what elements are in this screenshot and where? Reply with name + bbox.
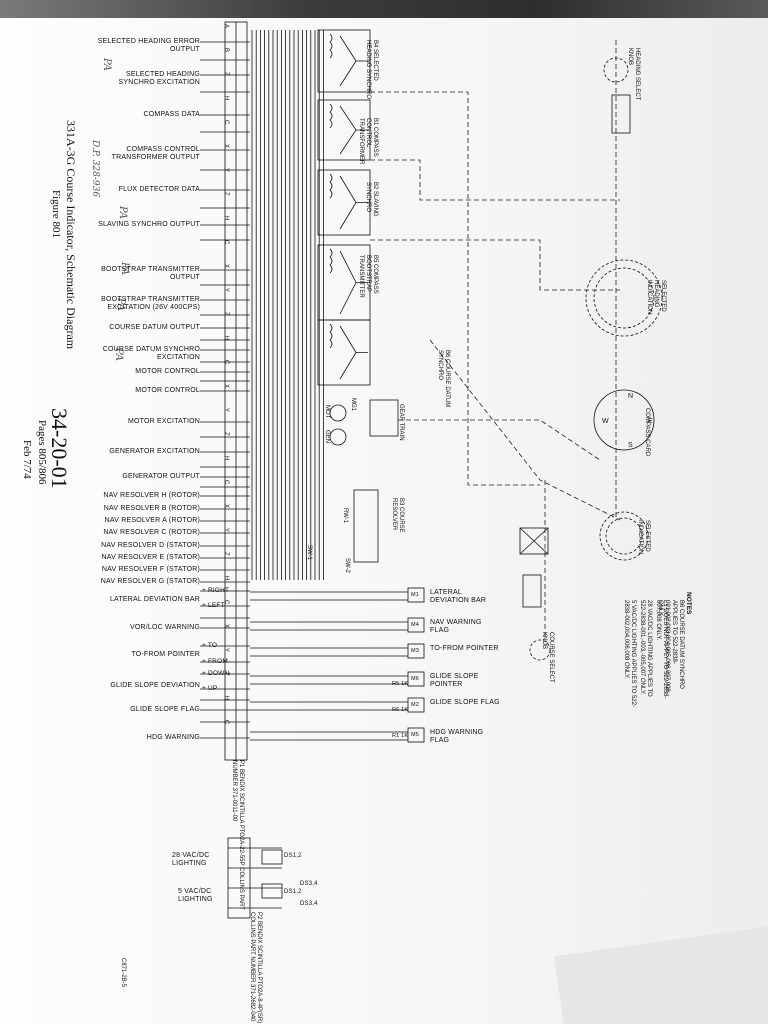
- note-item: 5 VAC/DC LIGHTING APPLIES TO 522-2838-00…: [623, 600, 636, 708]
- component-label: GEAR TRAIN: [398, 404, 404, 441]
- signal-label: MOTOR EXCITATION: [127, 418, 200, 425]
- compass-letter: W: [602, 418, 609, 425]
- signal-label: SELECTED HEADING ERROR OUTPUT: [97, 38, 200, 53]
- signal-label: NAV RESOLVER A (ROTOR): [104, 517, 200, 524]
- compass-letter: N: [628, 393, 634, 400]
- resistor-label: R6 1K: [392, 707, 409, 713]
- lighting-28v-label: 28 VAC/DC LIGHTING: [172, 852, 210, 867]
- indicator-label: LATERAL DEVIATION BAR: [430, 589, 487, 604]
- resistor-label: R5 1K: [392, 681, 409, 687]
- signal-label: NAV RESOLVER C (ROTOR): [103, 529, 200, 536]
- resistor-label: R1 1K: [392, 733, 409, 739]
- component-label: B2 SLAVING SYNCHRO: [365, 182, 378, 217]
- signal-label: MOTOR CONTROL: [135, 387, 200, 394]
- indicator-label: GLIDE SLOPE FLAG: [430, 699, 500, 706]
- signal-label: NAV RESOLVER H (ROTOR): [103, 492, 200, 499]
- polarity-label: + TO: [202, 642, 218, 649]
- notes-title: NOTES: [685, 592, 692, 615]
- component-label: SELECTED INDICATION: [637, 520, 650, 555]
- signal-label: GENERATOR OUTPUT: [122, 473, 200, 480]
- signal-label: SLAVING SYNCHRO OUTPUT: [98, 221, 200, 228]
- signal-label: HDG WARNING: [146, 734, 200, 741]
- signal-label: NAV RESOLVER F (STATOR): [101, 566, 200, 573]
- signal-label: MOTOR CONTROL: [135, 368, 200, 375]
- signal-label: BOOTSTRAP TRANSMITTER EXCITATION (26V 40…: [101, 296, 200, 311]
- lamp-label: DS3,4: [300, 881, 318, 887]
- lighting-5v-label: 5 VAC/DC LIGHTING: [178, 888, 213, 903]
- polarity-label: + LEFT: [202, 602, 225, 609]
- meter-label: M5: [411, 732, 420, 738]
- signal-label: GENERATOR EXCITATION: [109, 448, 200, 455]
- signal-label: COMPASS CONTROL TRANSFORMER OUTPUT: [111, 146, 200, 161]
- polarity-label: + DOWN: [202, 670, 230, 677]
- component-label: GEN: [324, 430, 330, 444]
- component-label: SELECTED HEADING INDICATION: [646, 280, 666, 315]
- signal-label: FLUX DETECTOR DATA: [118, 186, 200, 193]
- polarity-label: + FROM: [202, 658, 228, 665]
- note-item: 28 VAC/DC LIGHTING APPLIES TO 522-2838-0…: [639, 600, 652, 697]
- indicator-label: HDG WARNING FLAG: [430, 729, 484, 744]
- indicator-label: NAV WARNING FLAG: [430, 619, 482, 634]
- signal-label: SELECTED HEADING SYNCHRO EXCITATION: [118, 71, 200, 86]
- signal-label: NAV RESOLVER B (ROTOR): [103, 505, 200, 512]
- meter-label: M6: [411, 676, 420, 682]
- signal-label: TO-FROM POINTER: [131, 651, 200, 658]
- polarity-label: + RIGHT: [202, 587, 230, 594]
- signal-label: COMPASS DATA: [143, 111, 200, 118]
- compass-letter: E: [648, 418, 653, 425]
- indicator-label: TO-FROM POINTER: [430, 645, 499, 652]
- component-label: SW-2: [344, 558, 350, 573]
- lamp-label: DS1,2: [284, 889, 302, 895]
- signal-label: GLIDE SLOPE FLAG: [130, 706, 200, 713]
- meter-label: M2: [411, 702, 420, 708]
- note-item: L1 DOES NOT APPLY TO 522-2838-007,008 ON…: [655, 600, 668, 699]
- lamp-label: DS3,4: [300, 901, 318, 907]
- signal-label: COURSE DATUM SYNCHRO EXCITATION: [102, 346, 200, 361]
- meter-label: M1: [411, 592, 420, 598]
- component-label: SW-1: [306, 545, 312, 560]
- component-label: COMPASS CARD: [644, 408, 650, 457]
- signal-label: NAV RESOLVER G (STATOR): [100, 578, 200, 585]
- component-label: B3 COURSE RESOLVER: [391, 498, 404, 533]
- connector-p2-label: P2 BENDIX SCINTILLA PTO2A-8-4P(SR) COLLI…: [249, 912, 262, 1024]
- meter-label: M4: [411, 622, 420, 628]
- signal-label: NAV RESOLVER D (STATOR): [101, 542, 200, 549]
- polarity-label: + UP: [202, 685, 218, 692]
- compass-letter: S: [628, 442, 633, 449]
- signal-label: LATERAL DEVIATION BAR: [109, 596, 200, 603]
- lamp-label: DS1,2: [284, 853, 302, 859]
- meter-label: M3: [411, 648, 420, 654]
- component-label: B6 COURSE DATUM SYNCHRO: [437, 350, 450, 408]
- signal-label: COURSE DATUM OUTPUT: [109, 324, 200, 331]
- signal-label: BOOTSTRAP TRANSMITTER OUTPUT: [101, 266, 200, 281]
- signal-label: VOR/LOC WARNING: [129, 624, 200, 631]
- component-label: B1 COMPASS CONTROL TRANSFORMER: [358, 118, 378, 165]
- component-label: MG1: [350, 398, 356, 412]
- component-label: COURSE SELECT KNOB: [541, 632, 554, 683]
- component-label: B4 SELECTED HEADING SYNCHRO: [365, 40, 378, 100]
- signal-label: GLIDE SLOPE DEVIATION: [110, 682, 200, 689]
- indicator-label: GLIDE SLOPE POINTER: [430, 673, 479, 688]
- connector-p1-label: P1 BENDIX SCINTILLA PTO2A-22-55P COLLINS…: [231, 760, 244, 910]
- scan-top-border: [0, 0, 768, 18]
- signal-label: NAV RESOLVER E (STATOR): [101, 554, 200, 561]
- component-label: B5 COMPASS BOOTSTRAP TRANSMITTER: [358, 255, 378, 298]
- component-label: HEADING SELECT KNOB: [627, 48, 640, 101]
